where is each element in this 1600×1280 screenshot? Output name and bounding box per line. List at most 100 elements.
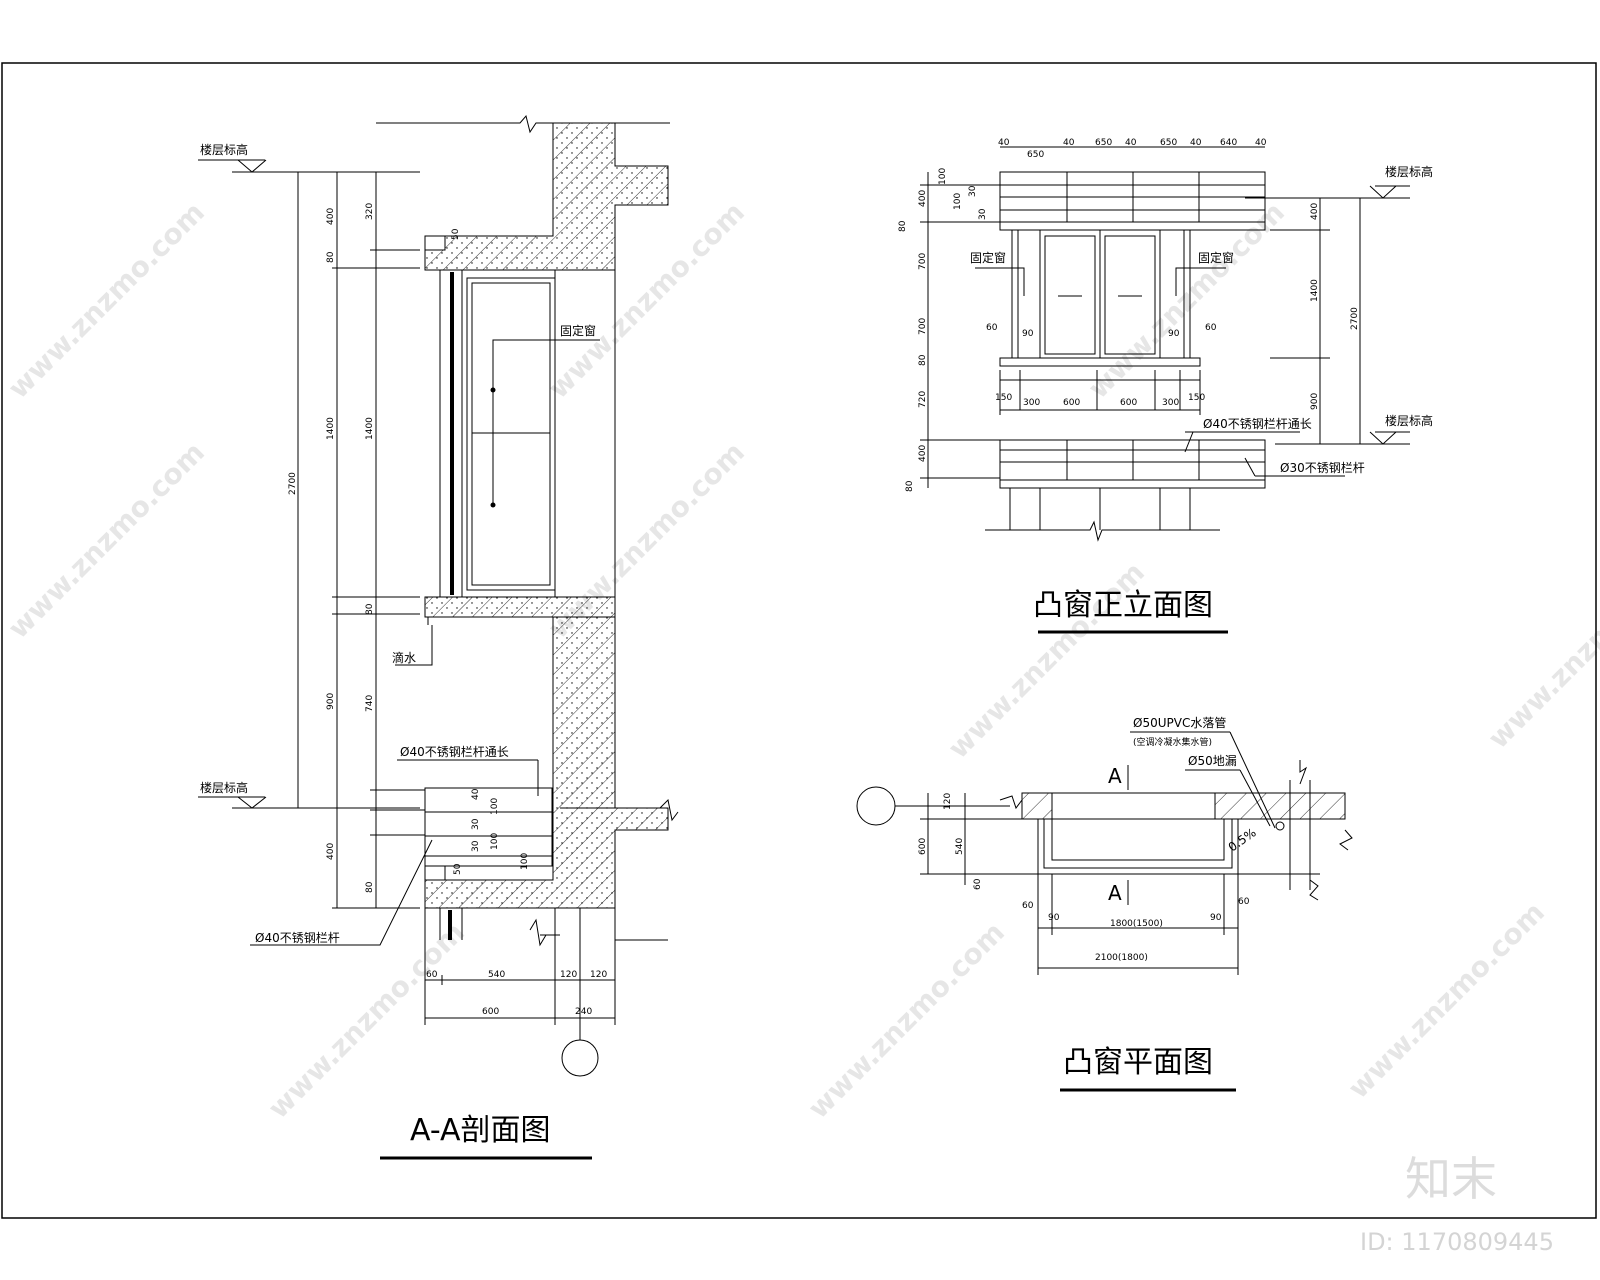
dimension-text: 320 [365, 203, 375, 220]
watermark-text: www.znzmo.com [2, 436, 211, 645]
dimension-text: 60 [1022, 901, 1034, 911]
bay-window-plan: Ø50UPVC水落管 (空调冷凝水集水管) Ø50地漏 0.5% A A [856, 715, 1353, 1092]
bay-window-elevation: 40 650 40 650 40 650 40 640 40 固定窗 固定窗 [898, 138, 1433, 634]
dimension-text: 60 [1238, 897, 1250, 907]
drip-label: 滴水 [392, 650, 416, 665]
rail-through-label: Ø40不锈钢栏杆通长 [400, 744, 509, 759]
section-title: A-A剖面图 [410, 1113, 551, 1148]
dimension-text: 40 [1063, 138, 1075, 148]
pipe-sub-label: (空调冷凝水集水管) [1133, 736, 1212, 748]
dimension-text: 900 [1310, 393, 1320, 410]
dimension-text: 80 [365, 881, 375, 893]
dimension-text: 60 [973, 878, 983, 890]
dimension-text: 400 [326, 843, 336, 860]
dimension-text: 40 [1255, 138, 1267, 148]
dimension-text: 600 [1120, 398, 1137, 408]
watermark-text: www.znzmo.com [942, 556, 1151, 765]
axis-bubble [856, 786, 896, 826]
watermark-text: www.znzmo.com [1082, 196, 1291, 405]
watermark-text: www.znzmo.com [2, 196, 211, 405]
fixed-window-label: 固定窗 [560, 323, 596, 338]
dimension-text: 2100(1800) [1095, 953, 1148, 963]
rail40-label: Ø40不锈钢栏杆通长 [1203, 416, 1312, 431]
dimension-text: 100 [490, 798, 500, 815]
axis-bubble [561, 1039, 599, 1077]
dimension-text: 1400 [1310, 279, 1320, 302]
drawing-frame [1, 62, 1597, 1219]
watermark-text: www.znzmo.com [262, 916, 471, 1125]
dimension-text: 100 [938, 168, 948, 185]
dimension-text: 60 [426, 970, 438, 980]
dimension-text: 60 [1205, 323, 1217, 333]
dimension-text: 30 [978, 208, 988, 220]
dimension-text: 740 [365, 695, 375, 712]
dimension-text: 40 [1125, 138, 1137, 148]
dimension-text: 1400 [326, 417, 336, 440]
dimension-text: 1800(1500) [1110, 919, 1163, 929]
dimension-text: 600 [482, 1007, 499, 1017]
dimension-text: 400 [1310, 203, 1320, 220]
floor-level-label: 楼层标高 [200, 142, 248, 157]
dimension-text: 540 [488, 970, 505, 980]
dimension-text: 30 [471, 840, 481, 852]
dimension-text: 90 [1168, 329, 1180, 339]
watermark-text: www.znzmo.com [1342, 896, 1551, 1105]
pipe-label: Ø50UPVC水落管 [1133, 715, 1226, 730]
fixed-window-label: 固定窗 [970, 250, 1006, 265]
dimension-text: 400 [326, 208, 336, 225]
rail-label: Ø40不锈钢栏杆 [255, 930, 340, 945]
plan-title: 凸窗平面图 [1063, 1045, 1213, 1080]
dimension-text: 60 [986, 323, 998, 333]
dimension-text: 720 [918, 391, 928, 408]
dimension-text: 40 [998, 138, 1010, 148]
slope-label: 0.5% [1226, 825, 1259, 854]
dimension-text: 100 [953, 193, 963, 210]
elevation-title: 凸窗正立面图 [1033, 588, 1213, 623]
dimension-text: 540 [955, 838, 965, 855]
dimension-text: 1400 [365, 417, 375, 440]
dimension-text: 90 [1048, 913, 1060, 923]
dimension-text: 30 [968, 185, 978, 197]
floor-level-label: 楼层标高 [1385, 413, 1433, 428]
brand-watermark: 知末 [1405, 1152, 1497, 1206]
dimension-text: 400 [918, 445, 928, 462]
dimension-text: 80 [905, 480, 915, 492]
dimension-text: 80 [898, 220, 908, 232]
watermark-text: www.znzmo.com [1482, 546, 1600, 755]
dimension-text: 40 [1190, 138, 1202, 148]
dimension-text: 650 [1095, 138, 1112, 148]
dimension-text: 240 [575, 1007, 592, 1017]
dimension-text: 50 [451, 228, 461, 240]
dimension-text: 100 [490, 833, 500, 850]
dimension-text: 90 [1022, 329, 1034, 339]
dimension-text: 120 [560, 970, 577, 980]
dimension-text: 80 [326, 251, 336, 263]
dimension-text: 600 [1063, 398, 1080, 408]
dimension-text: 40 [471, 788, 481, 800]
dimension-text: 150 [1188, 393, 1205, 403]
dimension-text: 400 [918, 190, 928, 207]
dimension-text: 150 [995, 393, 1012, 403]
dimension-text: 120 [590, 970, 607, 980]
dimension-text: 650 [1160, 138, 1177, 148]
drain-label: Ø50地漏 [1188, 754, 1237, 768]
floor-level-label: 楼层标高 [1385, 164, 1433, 179]
dimension-text: 700 [918, 253, 928, 270]
rail30-label: Ø30不锈钢栏杆 [1280, 460, 1365, 475]
dimension-text: 640 [1220, 138, 1237, 148]
dimension-text: 80 [918, 354, 928, 366]
section-aa: 楼层标高 楼层标高 2700 400 80 1400 900 400 80 32… [198, 114, 679, 1160]
dimension-text: 650 [1027, 150, 1044, 160]
section-mark: A [1108, 881, 1122, 905]
dimension-text: 900 [326, 693, 336, 710]
dimension-text: 300 [1162, 398, 1179, 408]
id-watermark: ID: 1170809445 [1360, 1228, 1554, 1256]
floor-level-label: 楼层标高 [200, 780, 248, 795]
dimension-text: 2700 [1350, 307, 1360, 330]
dimension-text: 90 [1210, 913, 1222, 923]
watermark-text: www.znzmo.com [802, 916, 1011, 1125]
dimension-text: 2700 [288, 472, 298, 495]
dimension-text: 30 [471, 818, 481, 830]
dimension-text: 80 [365, 603, 375, 615]
